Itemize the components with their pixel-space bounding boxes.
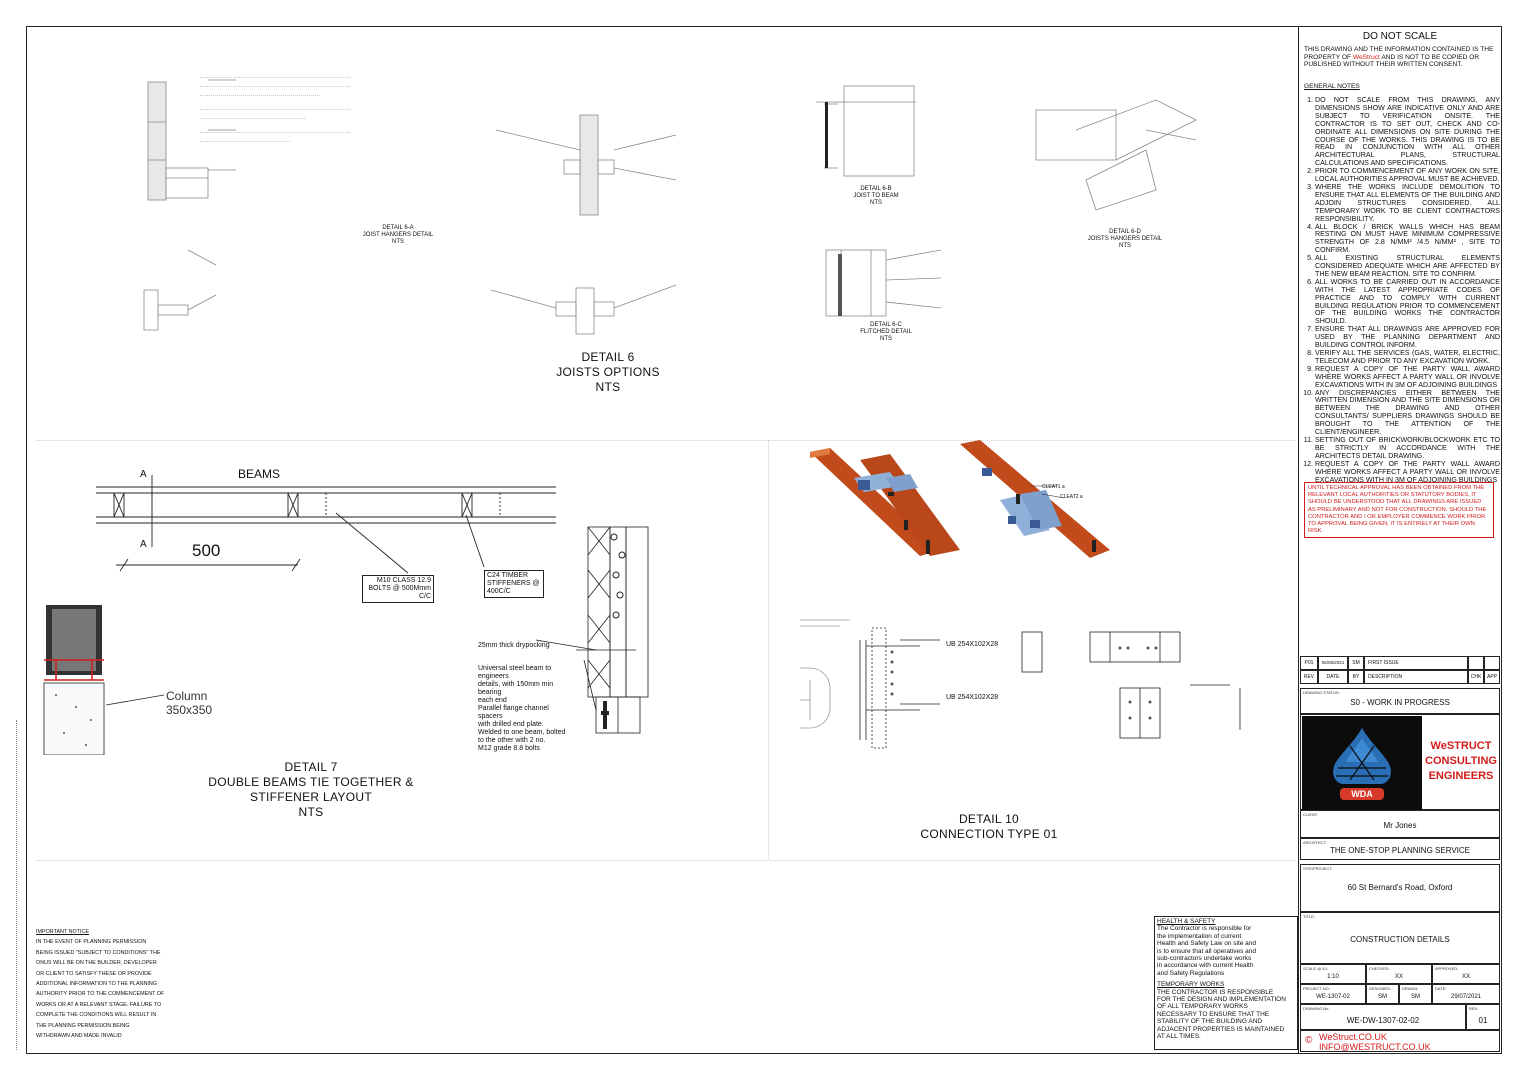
logo-panel: WDA <box>1302 716 1422 810</box>
title-cell: TITLE: CONSTRUCTION DETAILS <box>1300 912 1500 964</box>
file-path-margin-mark <box>16 720 21 1050</box>
section-marker-a-bottom: A <box>140 539 147 550</box>
date-cell: DATE:29/07/2021 <box>1432 984 1500 1004</box>
scale-cell: SCALE @ A1:1:10 <box>1300 964 1366 984</box>
beams-label: BEAMS <box>238 467 281 481</box>
approval-warning: UNTIL TECHNICAL APPROVAL HAS BEEN OBTAIN… <box>1304 482 1494 539</box>
contact-cell: © WeStruct.CO.UK INFO@WESTRUCT.CO.UK <box>1300 1030 1500 1052</box>
important-notice: IMPORTANT NOTICE IN THE EVENT OF PLANNIN… <box>36 929 165 1040</box>
drawing-no-cell: DRAWING No.WE-DW-1307-02-02 <box>1300 1004 1466 1030</box>
cleat-b-label: CLEAT2 a <box>1060 494 1083 500</box>
designed-cell: DESIGNED:SM <box>1366 984 1399 1004</box>
revision-table: P01 06/08/2021 SM FIRST ISSUE REV DATE B… <box>1300 656 1500 684</box>
ub-label-2: UB 254X102X28 <box>946 694 999 701</box>
project-no-cell: PROJECT NO:WE-1307-02 <box>1300 984 1366 1004</box>
detail-separator <box>36 440 1296 441</box>
project-cell: SITE/PROJECT: 60 St Bernard's Road, Oxfo… <box>1300 864 1500 912</box>
architect-cell: ARCHITECT: THE ONE-STOP PLANNING SERVICE <box>1300 838 1500 860</box>
approved-cell: APPROVED:XX <box>1432 964 1500 984</box>
client-cell: CLIENT: Mr Jones <box>1300 810 1500 838</box>
company-logo-icon <box>1333 728 1391 800</box>
health-safety-box: HEALTH & SAFETY The Contractor is respon… <box>1154 916 1298 1050</box>
detail-separator-bottom <box>36 860 1296 861</box>
detail-7-drawing <box>43 475 649 755</box>
do-not-scale: DO NOT SCALE <box>1362 31 1438 42</box>
ub-label-1: UB 254X102X28 <box>946 641 999 648</box>
email-link[interactable]: INFO@WESTRUCT.CO.UK <box>1319 1042 1431 1052</box>
logo-text: WDA <box>1351 789 1373 799</box>
detail-6-drawings <box>143 79 1197 335</box>
detail-10-drawing <box>800 440 1241 749</box>
cleat-a-label: CLEAT1 a <box>1042 484 1065 490</box>
drawn-cell: DRAWN:SM <box>1399 984 1432 1004</box>
drawing-status-cell: DRAWING STATUS: S0 - WORK IN PROGRESS <box>1300 688 1500 714</box>
drypack-note: 25mm thick drypocking <box>478 642 550 649</box>
rev-cell: REV:01 <box>1466 1004 1500 1030</box>
sheet-divider-right <box>1298 26 1299 1054</box>
dimension-500: 500 <box>192 541 221 560</box>
detail-6a-faint-annotations <box>200 72 350 162</box>
checked-cell: CHECKED:XX <box>1366 964 1432 984</box>
detail-separator-v <box>768 440 769 860</box>
property-notice: THIS DRAWING AND THE INFORMATION CONTAIN… <box>1304 46 1494 69</box>
general-notes-heading: GENERAL NOTES <box>1304 83 1360 90</box>
general-notes-list: DO NOT SCALE FROM THIS DRAWING, ANY DIME… <box>1301 96 1500 484</box>
drawing-sheet-border <box>26 26 1502 1054</box>
section-marker-a-top: A <box>140 469 147 480</box>
website-link[interactable]: WeStruct.CO.UK <box>1319 1032 1387 1042</box>
copyright-icon: © <box>1305 1035 1313 1046</box>
